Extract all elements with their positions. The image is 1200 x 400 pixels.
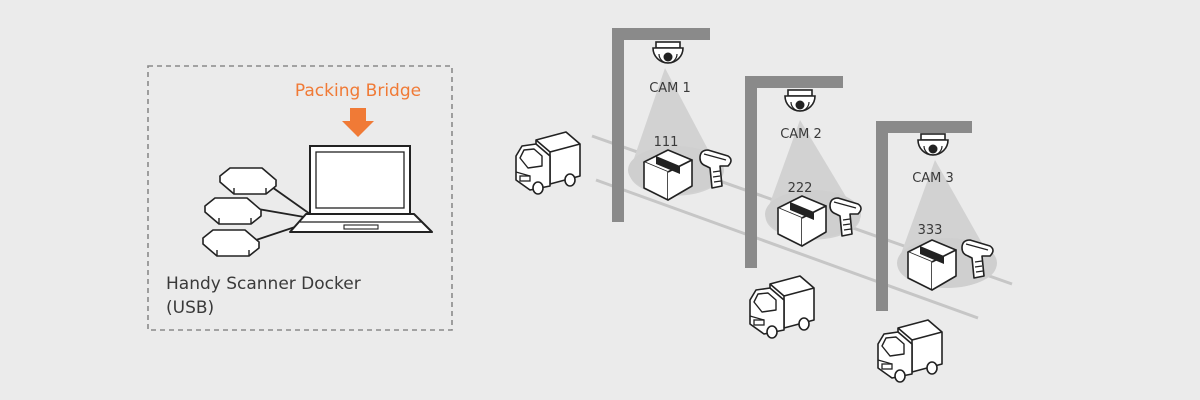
dome-camera-icon: [917, 133, 949, 156]
scanner-dock-icon: [219, 167, 277, 195]
dome-camera-icon: [652, 41, 684, 64]
truck-icon: [877, 319, 943, 383]
cam-label-2: CAM 2: [780, 127, 822, 142]
laptop-icon: [289, 145, 433, 233]
package-code-3: 333: [918, 223, 943, 238]
package-code-2: 222: [788, 181, 813, 196]
docker-label-line1: Handy Scanner Docker: [166, 274, 361, 294]
camera-poles: [612, 28, 972, 311]
truck-icon: [749, 275, 815, 339]
scanner-dock-icon: [202, 229, 260, 257]
truck-icon: [515, 131, 581, 195]
dome-camera-icon: [784, 89, 816, 112]
packing-bridge-label: Packing Bridge: [295, 81, 421, 101]
scanner-dock-icon: [204, 197, 262, 225]
package-code-1: 111: [654, 135, 679, 150]
docker-label-line2: (USB): [166, 298, 214, 318]
cam-label-3: CAM 3: [912, 171, 954, 186]
packing-bridge-panel: [147, 65, 453, 331]
cam-label-1: CAM 1: [649, 81, 691, 96]
arrow-down-icon: [342, 108, 374, 137]
